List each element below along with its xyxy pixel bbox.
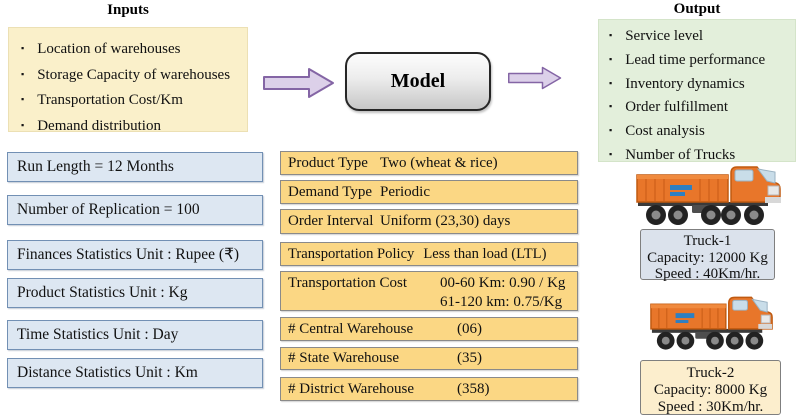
cost-tier-1: 00-60 Km: 0.90 / Kg xyxy=(440,275,566,291)
truck-2-image xyxy=(650,296,773,350)
param-demand-type: Demand Type Periodic xyxy=(280,180,578,204)
bullet-icon: ▪ xyxy=(609,148,613,159)
param-label: Product Type xyxy=(288,154,368,171)
list-item: ▪ Lead time performance xyxy=(609,49,793,73)
truck-speed: Speed : 30Km/hr. xyxy=(657,399,764,415)
param-value: (358) xyxy=(457,380,490,397)
list-item: ▪ Inventory dynamics xyxy=(609,73,793,97)
input-item-label: Location of warehouses xyxy=(37,41,181,57)
param-label: Demand Type xyxy=(288,183,373,200)
truck-name: Truck-2 xyxy=(686,365,735,381)
bullet-icon: ▪ xyxy=(609,30,613,40)
param-label: # District Warehouse xyxy=(288,380,414,397)
cost-tier-2: 61-120 km: 0.75/Kg xyxy=(440,294,563,310)
output-item-label: Order fulfillment xyxy=(625,99,729,116)
list-item: ▪ Location of warehouses xyxy=(21,37,243,63)
bullet-icon: ▪ xyxy=(21,94,25,104)
list-item: ▪ Order fulfillment xyxy=(609,96,793,120)
param-value: (06) xyxy=(457,320,482,337)
setting-distance-unit: Distance Statistics Unit : Km xyxy=(7,358,263,388)
truck-capacity: Capacity: 8000 Kg xyxy=(653,382,768,398)
param-state-warehouse: # State Warehouse (35) xyxy=(280,347,578,370)
setting-finance-unit: Finances Statistics Unit : Rupee (₹) xyxy=(7,240,263,270)
list-item: ▪ Demand distribution xyxy=(21,114,243,140)
output-item-label: Service level xyxy=(625,28,704,44)
output-item-label: Inventory dynamics xyxy=(625,75,745,92)
bullet-icon: ▪ xyxy=(609,53,613,64)
model-label: Model xyxy=(390,70,446,92)
bullet-icon: ▪ xyxy=(609,101,613,112)
param-label: # State Warehouse xyxy=(288,350,399,366)
param-label: # Central Warehouse xyxy=(288,320,414,337)
output-item-label: Cost analysis xyxy=(625,123,705,140)
list-item: ▪ Service level xyxy=(609,25,793,49)
bullet-icon: ▪ xyxy=(21,43,25,53)
bullet-icon: ▪ xyxy=(21,68,25,79)
output-panel: ▪ Service level ▪ Lead time performance … xyxy=(598,19,796,163)
list-item: ▪ Cost analysis xyxy=(609,120,793,144)
output-title: Output xyxy=(673,1,721,17)
input-item-label: Demand distribution xyxy=(37,117,161,134)
inputs-panel: ▪ Location of warehouses ▪ Storage Capac… xyxy=(8,27,248,134)
param-label: Order Interval xyxy=(288,213,374,229)
inputs-title: Inputs xyxy=(107,2,149,18)
param-value: Two (wheat & rice) xyxy=(380,154,498,171)
param-transport-policy: Transportation Policy Less than load (LT… xyxy=(280,242,578,266)
truck-name: Truck-1 xyxy=(683,233,732,249)
setting-replications: Number of Replication = 100 xyxy=(7,195,263,225)
param-district-warehouse: # District Warehouse (358) xyxy=(280,377,578,401)
bullet-icon: ▪ xyxy=(609,77,613,88)
param-value: (35) xyxy=(457,350,482,366)
model-box: Model xyxy=(345,52,491,111)
truck-speed: Speed : 40Km/hr. xyxy=(654,266,761,282)
param-label: Transportation Policy xyxy=(288,245,415,262)
setting-product-unit: Product Statistics Unit : Kg xyxy=(7,278,263,308)
output-item-label: Lead time performance xyxy=(625,51,766,68)
param-value: 00-60 Km: 0.90 / Kg 61-120 km: 0.75/Kg xyxy=(440,274,566,310)
bullet-icon: ▪ xyxy=(609,125,613,136)
param-product-type: Product Type Two (wheat & rice) xyxy=(280,151,578,175)
param-value: Uniform (23,30) days xyxy=(380,213,511,229)
param-value: Periodic xyxy=(380,183,430,200)
param-transport-cost: Transportation Cost 00-60 Km: 0.90 / Kg … xyxy=(280,271,578,311)
input-item-label: Transportation Cost/Km xyxy=(37,92,183,108)
param-value: Less than load (LTL) xyxy=(423,245,547,262)
list-item: ▪ Transportation Cost/Km xyxy=(21,88,243,114)
param-label: Transportation Cost xyxy=(288,275,408,291)
setting-time-unit: Time Statistics Unit : Day xyxy=(7,320,263,350)
setting-run-length: Run Length = 12 Months xyxy=(7,152,263,182)
right-arrow-icon xyxy=(263,68,334,98)
truck-2-label: Truck-2 Capacity: 8000 Kg Speed : 30Km/h… xyxy=(640,360,781,415)
right-arrow-icon xyxy=(508,66,562,90)
list-item: ▪ Storage Capacity of warehouses xyxy=(21,63,243,89)
truck-1-image xyxy=(636,166,781,225)
list-item: ▪ Number of Trucks xyxy=(609,144,793,168)
input-item-label: Storage Capacity of warehouses xyxy=(37,66,231,83)
param-order-interval: Order Interval Uniform (23,30) days xyxy=(280,209,578,234)
bullet-icon: ▪ xyxy=(21,119,25,130)
truck-1-label: Truck-1 Capacity: 12000 Kg Speed : 40Km/… xyxy=(640,229,775,282)
param-central-warehouse: # Central Warehouse (06) xyxy=(280,317,578,341)
truck-capacity: Capacity: 12000 Kg xyxy=(647,249,768,266)
output-item-label: Number of Trucks xyxy=(625,146,736,163)
